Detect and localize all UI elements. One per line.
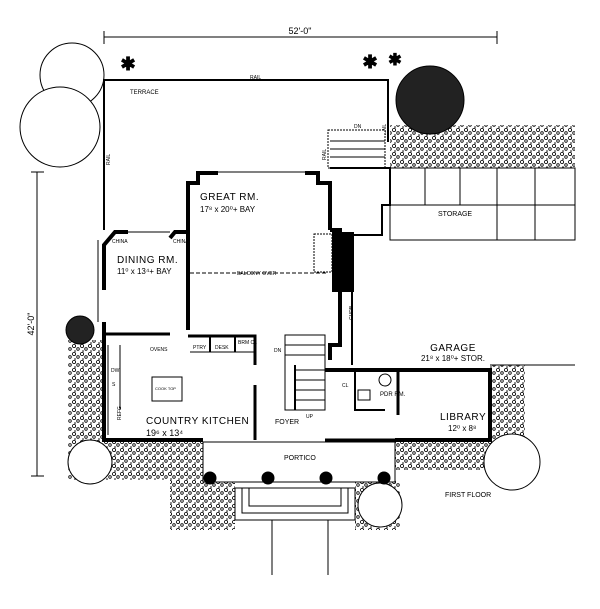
desk-label: DESK xyxy=(215,345,229,351)
portico: PORTICO FIRST FLOOR xyxy=(202,441,491,575)
staircase[interactable]: DN UP xyxy=(274,334,326,420)
great-room-size: 17⁸ x 20⁰+ BAY xyxy=(200,205,256,214)
paving xyxy=(389,167,576,241)
depth-dimension: 42'-0" xyxy=(26,171,44,477)
dw-label: DW xyxy=(111,368,120,374)
house-walls: COOK TOP OVENS REFG DW S PTRY DESK BRM C… xyxy=(97,167,575,442)
storage-label: STORAGE xyxy=(438,211,472,218)
china-label: CHINA xyxy=(173,239,189,245)
kitchen-island xyxy=(151,376,183,402)
up-label: UP xyxy=(306,414,314,420)
width-dimension: 52'-0" xyxy=(103,26,498,44)
depth-label: 42'-0" xyxy=(26,313,36,336)
powder-room-label: PDR RM. xyxy=(380,392,406,398)
rail-label: RAIL xyxy=(106,154,112,165)
balcony-over-label: BALCONY OVER xyxy=(237,271,277,277)
plant-icon: ✱ xyxy=(388,52,401,69)
plant-icon: ✱ xyxy=(120,54,135,74)
dining-room-label: DINING RM. xyxy=(117,255,178,266)
curb-label: CURB xyxy=(349,305,355,320)
shrub-icon xyxy=(395,65,465,135)
library-size: 12⁰ x 8⁸ xyxy=(448,424,476,433)
width-label: 52'-0" xyxy=(289,26,312,36)
country-kitchen-label: COUNTRY KITCHEN xyxy=(146,416,249,427)
rail-label: RAIL xyxy=(322,149,328,160)
column xyxy=(319,471,333,485)
garage-size: 21⁸ x 18⁰+ STOR. xyxy=(421,354,485,363)
tree-icon xyxy=(67,439,113,485)
great-room-label: GREAT RM. xyxy=(200,192,259,203)
foyer-label: FOYER xyxy=(275,419,299,426)
closet-label: CL xyxy=(342,383,349,389)
ovens-label: OVENS xyxy=(150,347,168,353)
column xyxy=(203,471,217,485)
sink-label: S xyxy=(112,382,116,388)
plant-icon: ✱ xyxy=(362,52,377,72)
garage-label: GARAGE xyxy=(430,343,476,354)
cook-top-label: COOK TOP xyxy=(155,386,176,391)
first-floor-label: FIRST FLOOR xyxy=(445,492,491,499)
tree-icon xyxy=(19,86,101,168)
tree-icon xyxy=(483,433,541,491)
dn-label: DN xyxy=(354,124,362,130)
room-labels: GREAT RM. 17⁸ x 20⁰+ BAY DINING RM. 11⁰ … xyxy=(112,192,486,438)
shrub-icon xyxy=(65,315,95,345)
fireplace xyxy=(332,232,354,292)
refg-label: REFG xyxy=(117,406,123,420)
rail-label: RAIL xyxy=(382,124,388,135)
tree-icon xyxy=(357,482,403,528)
broom-closet-label: BRM CL xyxy=(238,340,257,346)
china-label: CHINA xyxy=(112,239,128,245)
terrace-steps[interactable]: DN xyxy=(327,124,386,169)
rail-label: RAIL xyxy=(250,75,261,81)
terrace: TERRACE RAIL RAIL RAIL RAIL DN xyxy=(103,75,389,230)
library-label: LIBRARY xyxy=(440,412,486,423)
pantry-label: PTRY xyxy=(193,345,207,351)
dn-label: DN xyxy=(274,348,282,354)
terrace-label: TERRACE xyxy=(130,90,159,96)
country-kitchen-size: 19⁶ x 13⁴ xyxy=(146,428,183,438)
dining-room-size: 11⁰ x 13⁴+ BAY xyxy=(117,267,172,276)
front-steps[interactable] xyxy=(234,487,356,575)
column xyxy=(261,471,275,485)
column xyxy=(377,471,391,485)
portico-label: PORTICO xyxy=(284,455,316,462)
trees: ✱ ✱ ✱ xyxy=(19,42,541,528)
